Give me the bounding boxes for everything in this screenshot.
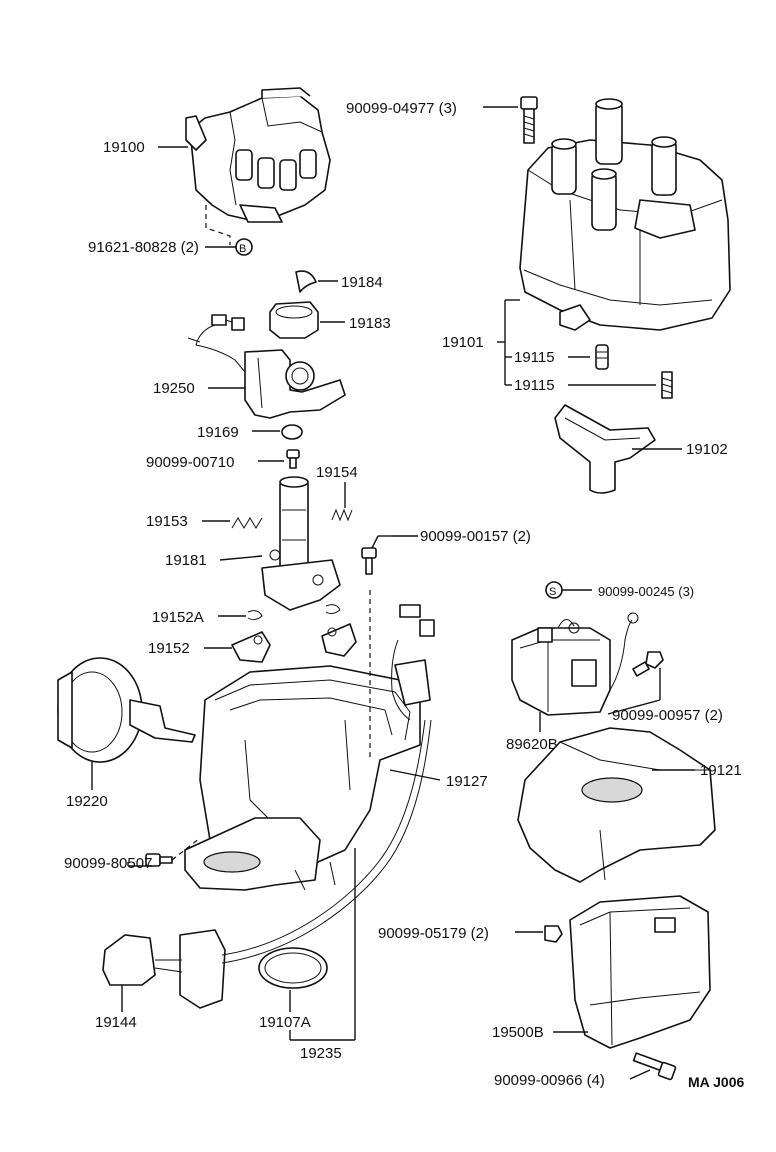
label-19220: 19220	[66, 762, 108, 810]
svg-text:19250: 19250	[153, 380, 195, 397]
label-19121: 19121	[652, 762, 742, 779]
svg-text:MA J006: MA J006	[688, 1074, 745, 1090]
svg-text:90099-00957 (2): 90099-00957 (2)	[612, 707, 723, 724]
svg-text:19115: 19115	[514, 377, 555, 394]
label-19184: 19184	[318, 274, 383, 291]
svg-text:90099-04977 (3): 90099-04977 (3)	[346, 100, 457, 117]
svg-text:19152: 19152	[148, 640, 190, 657]
figure-code: MA J006	[688, 1074, 745, 1090]
svg-text:90099-05179 (2): 90099-05179 (2)	[378, 925, 489, 942]
label-91621-80828: 91621-80828 (2) B	[88, 238, 253, 256]
screw-90099-00710-illustration	[286, 449, 300, 469]
svg-text:19115: 19115	[514, 349, 555, 366]
screw-90099-80507-illustration	[145, 837, 201, 867]
svg-text:B: B	[239, 243, 246, 255]
label-19183: 19183	[320, 315, 391, 332]
svg-text:19100: 19100	[103, 139, 145, 156]
label-19250: 19250	[153, 380, 245, 397]
label-90099-05179: 90099-05179 (2)	[378, 925, 543, 942]
spring-19153-illustration	[231, 517, 263, 529]
label-19100: 19100	[103, 139, 188, 156]
svg-text:19152A: 19152A	[152, 609, 204, 626]
screw-90099-00957-illustration	[632, 651, 664, 677]
o-ring-19107A-illustration	[258, 947, 328, 989]
bolt-90099-00966-illustration	[632, 1052, 677, 1081]
label-90099-00710: 90099-00710	[146, 454, 284, 471]
vacuum-advance-19220-illustration	[57, 657, 196, 763]
distributor-assembly-illustration	[185, 87, 331, 245]
governor-shaft-19181-illustration	[261, 476, 341, 611]
cover-19121-illustration	[517, 727, 716, 883]
svg-text:19500B: 19500B	[492, 1024, 544, 1041]
label-19152A: 19152A	[152, 609, 246, 626]
label-90099-00957: 90099-00957 (2)	[607, 668, 723, 724]
svg-text:90099-00157 (2): 90099-00157 (2)	[420, 528, 531, 545]
svg-text:S: S	[549, 586, 556, 598]
label-19153: 19153	[146, 513, 230, 530]
svg-text:19235: 19235	[300, 1045, 342, 1062]
svg-text:19121: 19121	[700, 762, 742, 779]
igniter-89620B-illustration	[511, 612, 639, 716]
svg-text:19153: 19153	[146, 513, 188, 530]
nut-90099-05179-illustration	[544, 925, 563, 943]
svg-text:90099-80507: 90099-80507	[64, 855, 152, 872]
label-19169: 19169	[197, 424, 280, 441]
label-19235: 19235	[289, 848, 356, 1062]
ignition-coil-19500B-illustration	[569, 895, 711, 1049]
pickup-19250-illustration	[187, 314, 346, 419]
label-19500B: 19500B	[492, 1024, 588, 1041]
housing-illustration	[184, 590, 421, 891]
svg-text:19183: 19183	[349, 315, 391, 332]
label-19181: 19181	[165, 552, 263, 569]
label-19144: 19144	[95, 985, 137, 1031]
rotor-cover-19183-illustration	[269, 301, 319, 339]
label-19127: 19127	[389, 769, 488, 790]
svg-text:19220: 19220	[66, 793, 108, 810]
svg-text:19101: 19101	[442, 334, 484, 351]
svg-text:19144: 19144	[95, 1014, 137, 1031]
svg-text:90099-00245 (3): 90099-00245 (3)	[598, 584, 694, 599]
svg-text:90099-00710: 90099-00710	[146, 454, 234, 471]
felt-19169-illustration	[281, 424, 303, 440]
svg-text:89620B: 89620B	[506, 736, 558, 753]
label-19102: 19102	[632, 441, 728, 458]
label-19154: 19154	[316, 464, 358, 508]
label-19115-upper: 19115	[505, 344, 609, 370]
svg-text:91621-80828 (2): 91621-80828 (2)	[88, 239, 199, 256]
svg-text:19181: 19181	[165, 552, 207, 569]
label-19152: 19152	[148, 640, 232, 657]
spring-19154-illustration	[331, 508, 353, 522]
svg-text:19184: 19184	[341, 274, 383, 291]
clip-19152A-illustration	[247, 604, 341, 621]
label-90099-00157: 90099-00157 (2)	[371, 528, 531, 549]
rotor-19102-illustration	[554, 404, 656, 494]
label-89620B: 89620B	[506, 712, 558, 753]
label-90099-80507: 90099-80507	[64, 855, 152, 872]
svg-text:19169: 19169	[197, 424, 239, 441]
label-90099-04977: 90099-04977 (3)	[346, 100, 518, 117]
screw-90099-00157-illustration	[361, 547, 377, 575]
svg-text:19107A: 19107A	[259, 1014, 311, 1031]
label-90099-00966: 90099-00966 (4)	[494, 1069, 651, 1089]
svg-text:19154: 19154	[316, 464, 358, 481]
label-90099-00245: S 90099-00245 (3)	[545, 581, 694, 599]
svg-text:90099-00966 (4): 90099-00966 (4)	[494, 1072, 605, 1089]
svg-text:19127: 19127	[446, 773, 488, 790]
distributor-cap-illustration	[519, 98, 731, 331]
svg-text:19102: 19102	[686, 441, 728, 458]
bolt-90099-04977-illustration	[520, 96, 538, 144]
clip-19184-illustration	[295, 270, 317, 293]
connector-19144-illustration	[102, 604, 435, 1009]
label-19101: 19101	[442, 299, 520, 385]
label-19107A: 19107A	[259, 990, 311, 1031]
weight-19152-illustration	[231, 623, 357, 663]
label-19115-lower: 19115	[505, 371, 673, 399]
